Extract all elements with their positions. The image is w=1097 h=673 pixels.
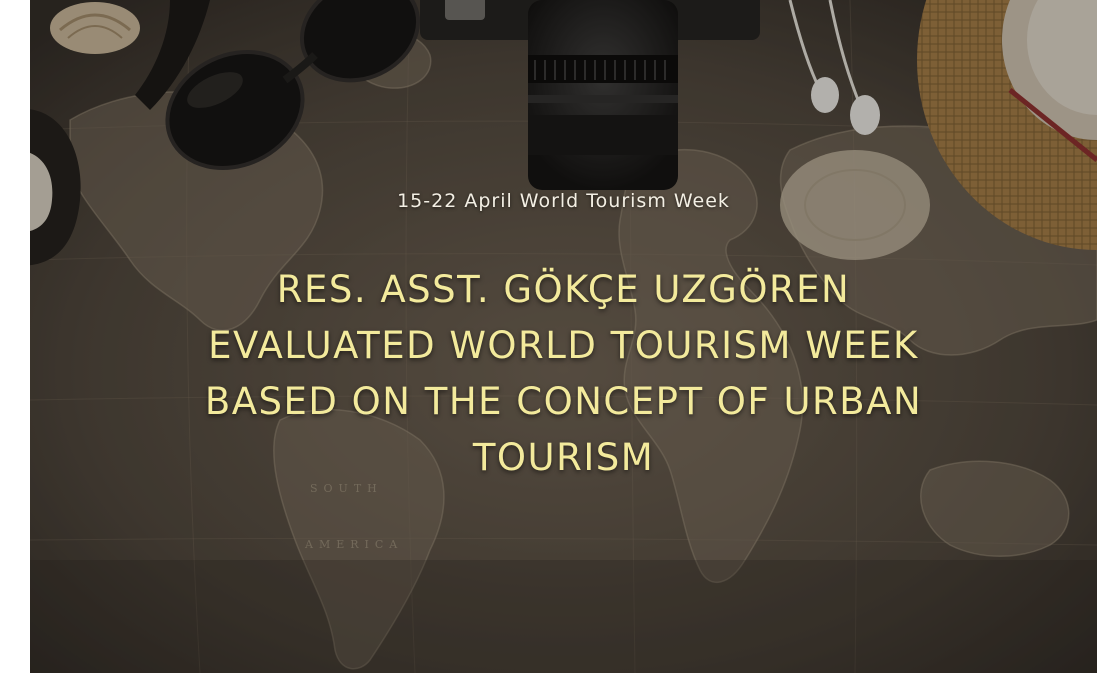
sunglasses-icon	[135, 0, 421, 170]
compass-icon	[30, 109, 81, 266]
sand-dollar-icon	[780, 150, 930, 260]
headline-line: BASED ON THE CONCEPT OF URBAN	[204, 380, 923, 423]
headline-line: EVALUATED WORLD TOURISM WEEK	[208, 324, 919, 367]
seashell-icon	[50, 2, 140, 54]
earphones-icon	[788, 0, 880, 135]
tourism-week-banner: SOUTH AMERICA	[30, 0, 1097, 673]
straw-hat-icon	[917, 0, 1097, 250]
map-label-south: SOUTH	[310, 482, 383, 495]
headline: RES. ASST. GÖKÇE UZGÖREN EVALUATED WORLD…	[30, 262, 1097, 486]
travel-flatlay-background: SOUTH AMERICA	[30, 0, 1097, 673]
event-subtitle: 15-22 April World Tourism Week	[397, 190, 730, 212]
headline-line: RES. ASST. GÖKÇE UZGÖREN	[276, 268, 851, 311]
camera-lens-icon	[420, 0, 760, 190]
map-label-america: AMERICA	[304, 538, 403, 551]
headline-line: TOURISM	[472, 436, 655, 479]
dark-overlay	[30, 0, 1097, 673]
